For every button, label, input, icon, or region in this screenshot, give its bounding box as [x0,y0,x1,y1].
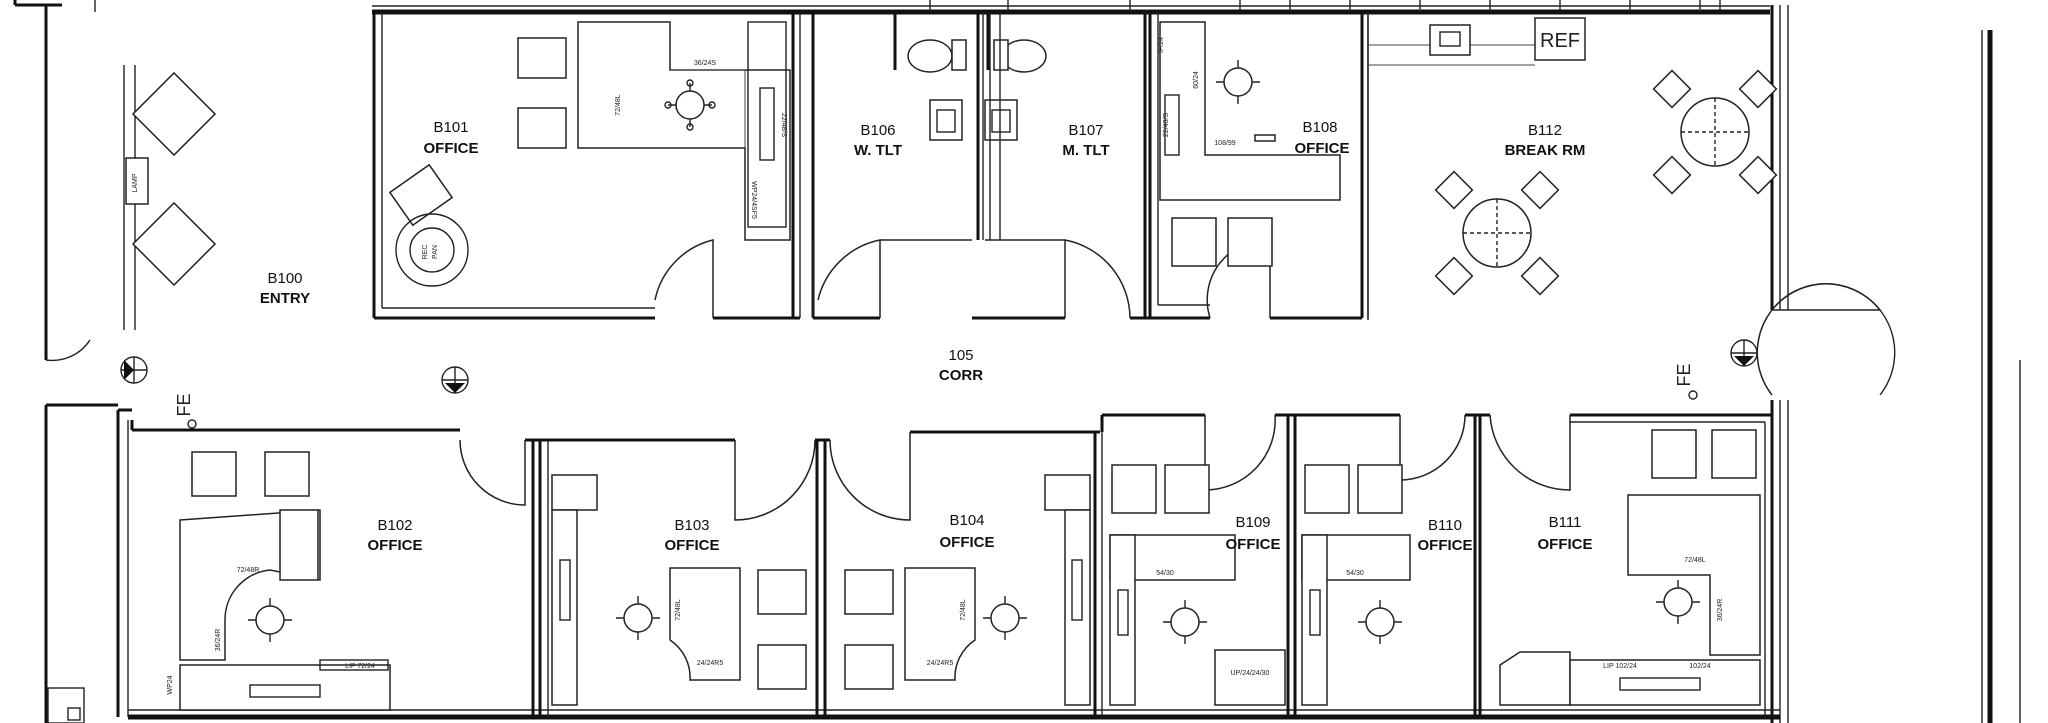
b101-furniture: REC PAN 36/24S 72/48L 22/48/S WP24/4SF5 [388,21,791,287]
top-rooms-walls [372,12,1369,320]
room-name-b104: OFFICE [940,534,995,551]
b108-d-tag: 22/48/S [1163,113,1170,137]
fe-label-left: FE [174,393,194,416]
room-number-b103: B103 [674,517,709,534]
b102-furniture: 72/48R 36/24R WP24 LIP 72/24 [167,451,391,711]
b104-b-tag: 24/24R5 [927,660,954,667]
room-name-b110: OFFICE [1418,537,1473,554]
room-name-105: CORR [939,367,983,384]
room-number-b111: B111 [1549,514,1582,531]
room-number-b109: B109 [1235,514,1270,531]
b103-b-tag: 24/24R5 [697,660,724,667]
restroom-fixtures [893,12,1047,240]
room-name-b102: OFFICE [368,537,423,554]
room-number-b100: B100 [267,270,302,287]
b111-b-tag: 36/24R [1717,599,1724,622]
b103-a-tag: 72/48L [675,599,682,621]
b103-furniture: 24/24R5 72/48L [551,474,807,706]
room-name-b112: BREAK RM [1505,142,1586,159]
b108-a-tag: IF/24 [1158,37,1165,53]
b101-file-tag: WP24/4SF5 [750,181,757,219]
top-strip [13,0,1770,15]
room-labels: B101 OFFICE B106 W. TLT B107 M. TLT B108… [260,119,1593,554]
fe-label-right: FE [1674,363,1694,386]
b108-c-tag: 108/99 [1214,140,1236,147]
bottom-rooms-walls [46,403,1772,717]
b111-c-tag: LIP 102/24 [1603,663,1637,670]
room-name-b103: OFFICE [665,537,720,554]
b101-return-tag: 72/48L [615,94,622,116]
b101-desk-tag: 36/24S [694,60,717,67]
room-name-b107: M. TLT [1062,142,1109,159]
b108-b-tag: 60/24 [1193,71,1200,89]
room-number-b112: B112 [1528,122,1562,139]
room-number-b107: B107 [1068,122,1103,139]
break-room-furniture: REF [1368,17,1778,296]
room-number-b102: B102 [377,517,412,534]
b110-a-tag: 54/30 [1346,570,1364,577]
b104-a-tag: 72/48L [960,599,967,621]
room-name-b100: ENTRY [260,290,310,307]
b102-a-tag: 72/48R [237,567,260,574]
room-number-105: 105 [948,347,973,364]
b109-a-tag: 54/30 [1156,570,1174,577]
room-name-b111: OFFICE [1538,536,1593,553]
room-number-b106: B106 [860,122,895,139]
room-name-b109: OFFICE [1226,536,1281,553]
b102-c-tag: WP24 [167,675,174,694]
b104-furniture: 24/24R5 72/48L [844,474,1091,706]
room-number-b101: B101 [433,119,468,136]
room-number-b108: B108 [1302,119,1337,136]
b109-b-tag: UP/24/24/30 [1231,670,1270,677]
b111-a-tag: 72/48L [1684,557,1706,564]
rec-label: REC [422,245,429,260]
pan-label: PAN [432,245,439,259]
b102-d-tag: LIP 72/24 [345,663,375,670]
b109-furniture: 54/30 UP/24/24/30 [1109,464,1286,706]
room-number-b104: B104 [949,512,984,529]
b111-furniture: 72/48L 36/24R LIP 102/24 102/24 [1499,429,1761,706]
entry-furniture: LAMP FE FE [120,71,1758,429]
ref-label: REF [1540,30,1580,52]
b110-furniture: 54/30 [1301,464,1411,706]
lamp-label: LAMP [132,173,139,192]
exterior-walls [44,5,2021,723]
b111-d-tag: 102/24 [1689,663,1711,670]
room-name-b108: OFFICE [1295,140,1350,157]
room-name-b101: OFFICE [424,140,479,157]
b102-b-tag: 36/24R [215,629,222,652]
b108-furniture: IF/24 60/24 108/99 22/48/S [1158,21,1341,267]
room-number-b110: B110 [1428,517,1462,534]
room-name-b106: W. TLT [854,142,902,159]
b101-credenza-tag: 22/48/S [780,113,787,137]
